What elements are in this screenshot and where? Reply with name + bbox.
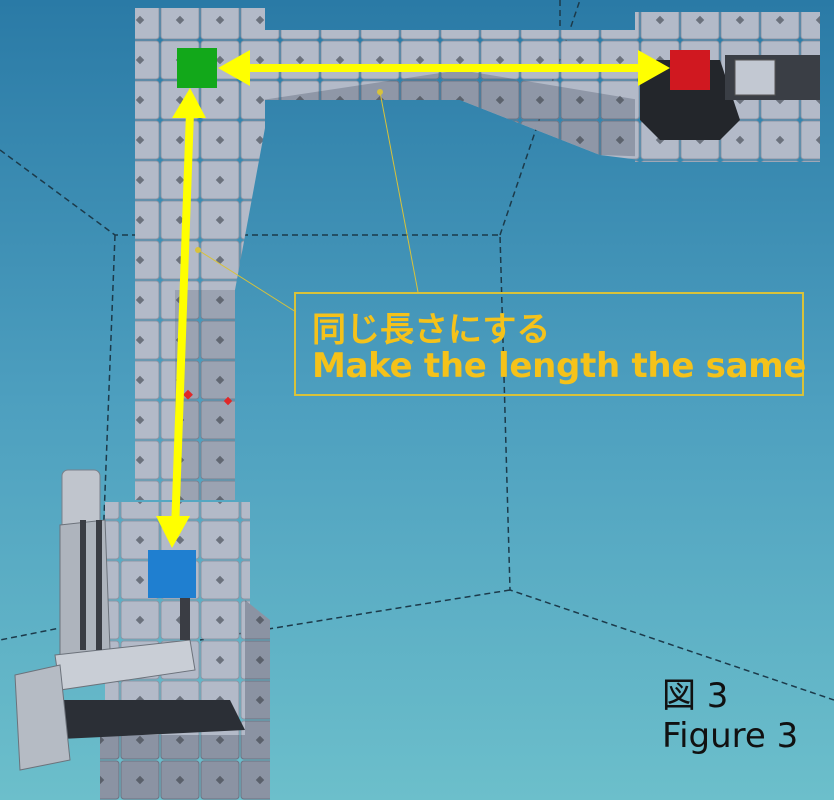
red-marker [670,50,710,90]
vertical-double-arrow [156,88,206,548]
horizontal-double-arrow [218,50,670,86]
leader-line [379,91,419,293]
figure-label: 図 3 Figure 3 [662,676,798,756]
leader-dot [195,247,201,253]
figure-label-english: Figure 3 [662,716,799,756]
annotation-callout: 同じ長さにする Make the length the same [294,292,807,396]
base [30,502,270,800]
figure-label-japanese: 図 3 [662,676,729,716]
annotation-english: Make the length the same [312,346,807,386]
blue-marker [148,550,196,598]
horizontal-arm [262,12,820,162]
annotation-japanese: 同じ長さにする [312,310,551,350]
green-marker [177,48,217,88]
leader-dot [377,89,383,95]
seat [14,469,196,771]
leader-line [197,249,297,313]
vertical-column [135,8,265,500]
